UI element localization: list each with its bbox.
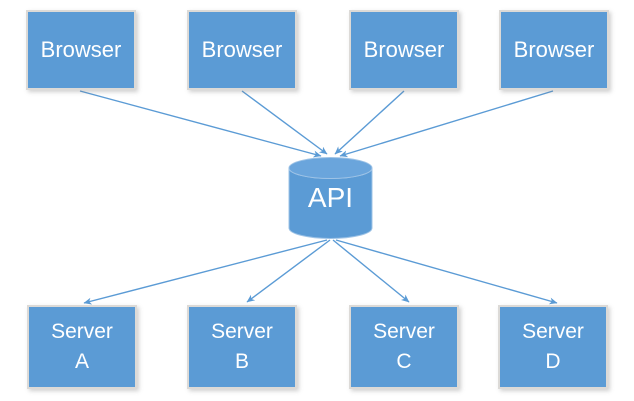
node-label-line2: A (74, 350, 89, 373)
arrow-browser4-to-api (339, 90, 554, 158)
node-label-line2: B (234, 350, 249, 373)
node-label-line1: Server (522, 320, 584, 343)
node-label: Browser (513, 37, 595, 62)
node-label: Browser (201, 37, 283, 62)
cylinder-top (288, 157, 373, 179)
arrow-api-to-server-c (332, 239, 410, 303)
node-label-line1: Server (211, 320, 273, 343)
arrow-browser3-to-api (334, 90, 405, 155)
node-api-label: API (307, 182, 354, 213)
node-label-line1: Server (51, 320, 113, 343)
node-server-c: Server C (349, 305, 459, 389)
node-server-d: Server D (498, 305, 608, 389)
node-server-b: Server B (187, 305, 297, 389)
arrow-api-to-server-b (246, 239, 331, 303)
node-label-line1: Server (373, 320, 435, 343)
node-browser-2: Browser (187, 10, 297, 90)
arrow-browser2-to-api (241, 90, 328, 155)
node-label: Browser (363, 37, 445, 62)
node-browser-4: Browser (499, 10, 609, 90)
node-label-line2: C (396, 350, 412, 373)
node-browser-1: Browser (26, 10, 136, 90)
arrow-api-to-server-d (335, 239, 558, 305)
arrow-browser1-to-api (79, 90, 322, 158)
node-server-a: Server A (27, 305, 137, 389)
node-label: Browser (40, 37, 122, 62)
node-label-line2: D (545, 350, 561, 373)
node-browser-3: Browser (349, 10, 459, 90)
arrow-api-to-server-a (83, 239, 328, 305)
